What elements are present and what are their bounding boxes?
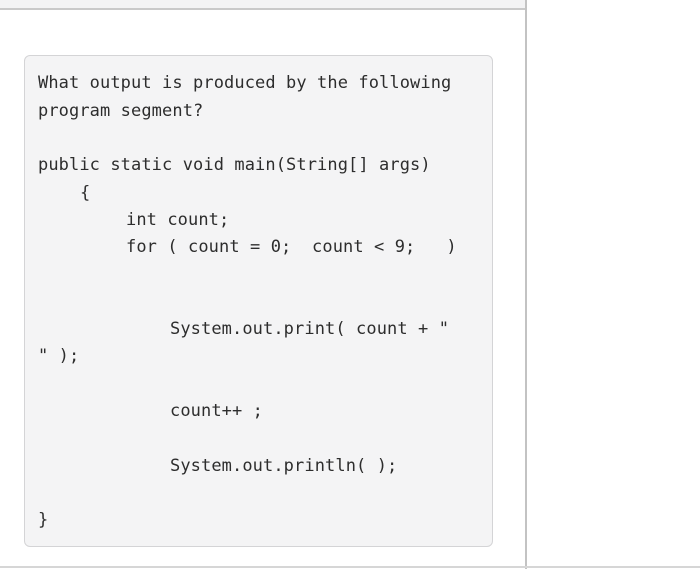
code-line-open-brace: { bbox=[80, 183, 91, 203]
top-strip bbox=[0, 0, 525, 10]
code-line-print: System.out.print( count + " bbox=[170, 319, 450, 339]
code-line-println: System.out.println( ); bbox=[170, 456, 398, 476]
question-card bbox=[24, 55, 493, 547]
code-line-increment: count++ ; bbox=[170, 401, 264, 421]
code-line-close-brace: } bbox=[38, 510, 49, 530]
bottom-divider bbox=[0, 566, 700, 568]
code-line-signature: public static void main(String[] args) bbox=[38, 155, 431, 175]
question-prompt-line-1: What output is produced by the following bbox=[38, 73, 452, 93]
question-prompt-line-2: program segment? bbox=[38, 101, 204, 121]
code-line-for-loop: for ( count = 0; count < 9; ) bbox=[126, 237, 457, 257]
vertical-divider bbox=[525, 0, 527, 569]
code-line-print-continued: " ); bbox=[38, 346, 80, 366]
code-line-declaration: int count; bbox=[126, 210, 230, 230]
